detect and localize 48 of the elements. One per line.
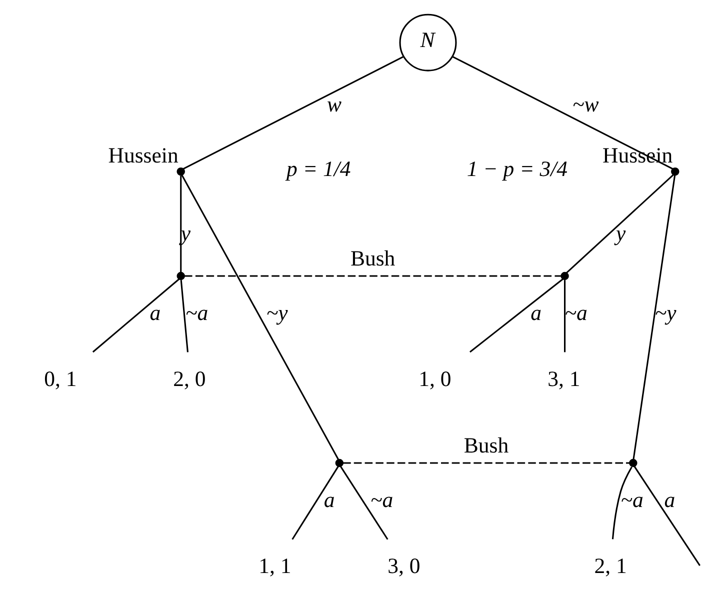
label: p = 1/4 — [286, 156, 351, 181]
connector — [92, 278, 180, 353]
connector — [564, 280, 566, 352]
node-circle: N — [399, 14, 457, 72]
node-point — [560, 272, 569, 280]
edge-label: a — [324, 488, 335, 512]
edge-label: ~a — [620, 488, 644, 512]
connector — [343, 462, 630, 464]
node-label: Hussein — [108, 143, 178, 168]
edge-label: a — [530, 301, 542, 326]
connector — [612, 466, 632, 540]
node-text: 0, 1 — [44, 367, 77, 392]
node-text: 3, 0 — [388, 554, 420, 578]
connector — [181, 174, 340, 460]
edge-label: ~y — [654, 301, 676, 326]
connector — [634, 466, 700, 566]
edge-label: a — [150, 301, 161, 326]
node-text: 3, 1 — [548, 367, 580, 392]
connector — [566, 174, 674, 274]
connector — [292, 466, 339, 540]
edge-label: Bush — [350, 246, 396, 270]
label: 1 − p = 3/4 — [466, 156, 568, 181]
edge-label: y — [616, 221, 626, 246]
connector — [340, 466, 388, 540]
edge-label: w — [326, 92, 342, 116]
edge-label: ~y — [266, 301, 288, 326]
node-text: 2, 1 — [594, 554, 627, 578]
node-text: 1, 0 — [418, 367, 452, 392]
node-text: 2, 0 — [173, 367, 206, 392]
edge-label: a — [664, 488, 676, 512]
node-point — [176, 167, 185, 176]
node-point — [629, 458, 638, 468]
connector — [470, 278, 564, 353]
node-text: 1, 1 — [258, 554, 292, 578]
node-point — [176, 272, 185, 280]
connector — [184, 275, 561, 277]
edge-label: ~a — [186, 301, 208, 326]
connector — [180, 176, 182, 272]
edge-label: ~w — [572, 92, 599, 116]
connector — [632, 174, 676, 460]
edge-label: ~a — [370, 488, 394, 512]
edge-label: Bush — [464, 433, 509, 458]
connector — [452, 56, 674, 170]
connector — [182, 56, 404, 170]
node-point — [335, 458, 344, 468]
edge-label: ~a — [564, 301, 588, 326]
node-point — [671, 167, 680, 176]
connector — [180, 280, 188, 352]
